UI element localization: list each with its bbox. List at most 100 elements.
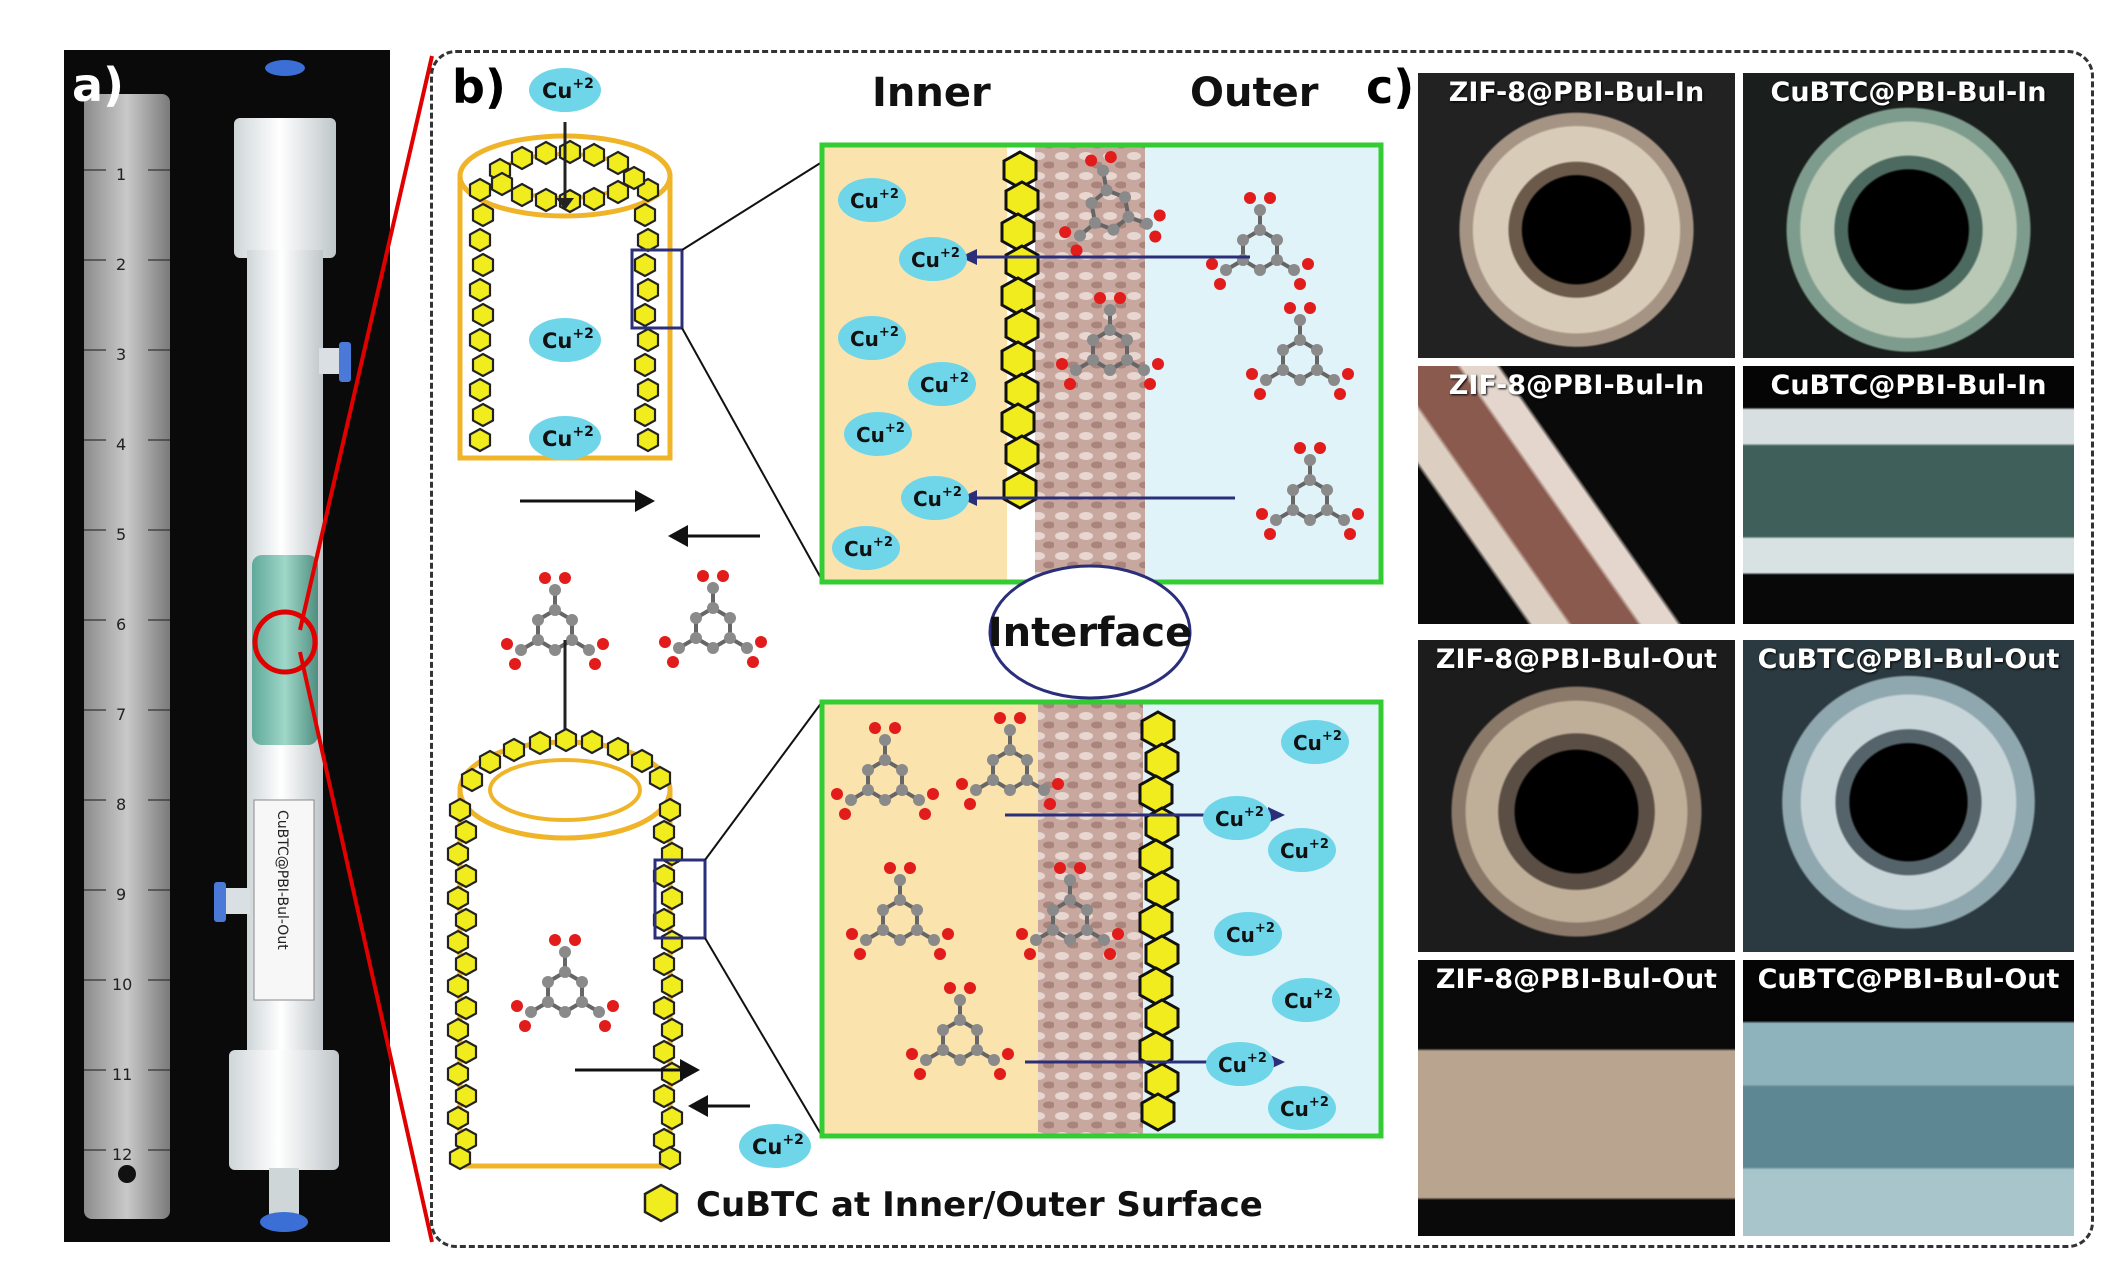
cu-ion: Cu+2 (1268, 1086, 1336, 1130)
svg-text:Cu+2: Cu+2 (920, 371, 969, 397)
svg-text:Cu+2: Cu+2 (752, 1132, 804, 1159)
top-fitting (265, 60, 305, 76)
ruler (84, 94, 170, 1219)
cu-ion: Cu+2 (1268, 828, 1336, 872)
ruler-number: 5 (116, 525, 126, 544)
cu-ion: Cu+2 (1206, 1042, 1274, 1086)
svg-text:Cu+2: Cu+2 (850, 187, 899, 213)
cu-ion: Cu+2 (1281, 720, 1349, 764)
cu-ion: Cu+2 (1272, 978, 1340, 1022)
svg-text:Cu+2: Cu+2 (844, 535, 893, 561)
side-port-bottom-fitting (214, 882, 226, 922)
ruler-number: 3 (116, 345, 126, 364)
cu-ion: Cu+2 (832, 526, 900, 570)
panel-letter-a: a) (72, 58, 125, 112)
cu-ion: Cu+2 (1203, 796, 1271, 840)
svg-text:Cu+2: Cu+2 (1280, 837, 1329, 863)
legend: CuBTC at Inner/Outer Surface (643, 1183, 1263, 1225)
cu-ion: Cu+2 (529, 68, 601, 112)
module-photo-drawing: 1 2 3 4 5 6 7 8 9 10 11 12 CuBTC@PBI-Bul… (84, 60, 351, 1232)
panel-letter-c: c) (1366, 60, 1415, 114)
micrograph-6: CuBTC@PBI-Bul-Out (1743, 640, 2074, 952)
cu-ion: Cu+2 (899, 237, 967, 281)
bottom-tube-zoom-box (653, 858, 707, 940)
bottom-detail-box (819, 699, 1384, 1139)
bottom-tube (457, 739, 673, 1169)
cu-ion: Cu+2 (901, 476, 969, 520)
ruler-number: 2 (116, 255, 126, 274)
side-port-bottom (224, 888, 250, 914)
micrograph-7: ZIF-8@PBI-Bul-Out (1418, 960, 1735, 1236)
ruler-number: 4 (116, 435, 126, 454)
svg-text:Cu+2: Cu+2 (1280, 1095, 1329, 1121)
cu-ion: Cu+2 (1214, 912, 1282, 956)
svg-text:Cu+2: Cu+2 (911, 246, 960, 272)
detail-frame (430, 50, 2094, 1248)
micrograph-label: CuBTC@PBI-Bul-In (1770, 370, 2047, 401)
ruler-number: 10 (112, 975, 132, 994)
inner-label: Inner (872, 70, 991, 116)
ruler-number: 12 (112, 1145, 132, 1164)
svg-text:Cu+2: Cu+2 (542, 326, 594, 353)
module-bottom-cap (229, 1050, 339, 1170)
micrograph-3: ZIF-8@PBI-Bul-In (1418, 366, 1735, 624)
ruler-number: 11 (112, 1065, 132, 1084)
svg-text:Cu+2: Cu+2 (913, 485, 962, 511)
ruler-number: 9 (116, 885, 126, 904)
ruler-number: 1 (116, 165, 126, 184)
svg-text:Cu+2: Cu+2 (856, 421, 905, 447)
cu-ion: Cu+2 (529, 416, 601, 460)
micrograph-2: CuBTC@PBI-Bul-In (1743, 73, 2074, 358)
side-port-top-fitting (339, 342, 351, 382)
micrograph-label: CuBTC@PBI-Bul-Out (1757, 644, 2060, 675)
interface-ellipse (988, 564, 1192, 700)
btc-molecule (499, 570, 611, 672)
ruler-number: 7 (116, 705, 126, 724)
micrograph-label: ZIF-8@PBI-Bul-In (1448, 77, 1705, 108)
ruler-number: 6 (116, 615, 126, 634)
top-tube-zoom-box (630, 248, 684, 330)
micrograph-label: CuBTC@PBI-Bul-In (1770, 77, 2047, 108)
svg-text:Cu+2: Cu+2 (1284, 987, 1333, 1013)
ruler-number: 8 (116, 795, 126, 814)
top-detail-hexagons (1000, 150, 1040, 510)
legend-hexagon-icon (643, 1183, 679, 1223)
svg-text:Cu+2: Cu+2 (542, 76, 594, 103)
micrograph-label: ZIF-8@PBI-Bul-In (1448, 370, 1705, 401)
micrograph-label: ZIF-8@PBI-Bul-Out (1435, 644, 1718, 675)
micrograph-label: ZIF-8@PBI-Bul-Out (1435, 964, 1718, 995)
cu-ion: Cu+2 (529, 318, 601, 362)
cu-ion: Cu+2 (844, 412, 912, 456)
ruler-numbers: 1 2 3 4 5 6 7 8 9 10 11 12 (112, 165, 132, 1164)
svg-text:Cu+2: Cu+2 (1218, 1051, 1267, 1077)
svg-text:Cu+2: Cu+2 (1226, 921, 1275, 947)
cu-ion: Cu+2 (908, 362, 976, 406)
legend-label: CuBTC at Inner/Outer Surface (696, 1185, 1263, 1225)
ruler-hole (118, 1165, 136, 1183)
svg-text:Cu+2: Cu+2 (850, 325, 899, 351)
cu-ion: Cu+2 (838, 316, 906, 360)
cu-ion: Cu+2 (838, 178, 906, 222)
panel-letter-b: b) (452, 60, 506, 114)
ruler-ticks (84, 169, 170, 1151)
module-label-tag (253, 799, 315, 1001)
btc-molecule (657, 568, 769, 670)
svg-text:Cu+2: Cu+2 (1215, 805, 1264, 831)
bottom-fitting (260, 1212, 308, 1232)
outer-label: Outer (1190, 70, 1319, 116)
module-photo: 1 2 3 4 5 6 7 8 9 10 11 12 CuBTC@PBI-Bul… (64, 50, 390, 1242)
svg-text:Cu+2: Cu+2 (542, 424, 594, 451)
module-window (252, 555, 318, 745)
micrograph-8: CuBTC@PBI-Bul-Out (1743, 960, 2074, 1236)
cu-ion: Cu+2 (739, 1124, 811, 1168)
micrograph-4: CuBTC@PBI-Bul-In (1743, 366, 2074, 624)
side-port-top (319, 348, 341, 374)
zoom-circle (252, 609, 318, 675)
micrograph-label: CuBTC@PBI-Bul-Out (1757, 964, 2060, 995)
module-label: CuBTC@PBI-Bul-Out (274, 810, 290, 950)
micrograph-1: ZIF-8@PBI-Bul-In (1418, 73, 1735, 358)
bottom-stem (269, 1168, 299, 1218)
interface-label: Interface (988, 610, 1193, 656)
module-top-cap (234, 118, 336, 258)
